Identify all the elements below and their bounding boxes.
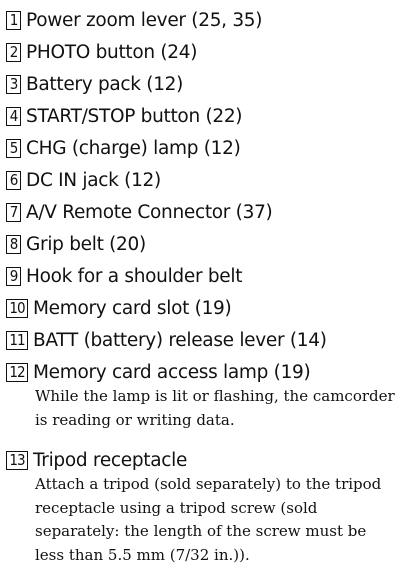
- item-number-badge: 11: [6, 330, 28, 350]
- list-item: 9 Hook for a shoulder belt: [6, 260, 404, 292]
- item-label: Battery pack (12): [26, 73, 184, 95]
- item-label: Grip belt (20): [26, 233, 146, 255]
- item-number-badge: 10: [6, 298, 28, 318]
- list-item: 11 BATT (battery) release lever (14): [6, 324, 404, 356]
- item-label: Memory card access lamp (19): [33, 361, 311, 383]
- item-label: START/STOP button (22): [26, 105, 243, 127]
- list-item: 3 Battery pack (12): [6, 68, 404, 100]
- item-number-badge: 13: [6, 450, 28, 470]
- item-number-badge: 12: [6, 362, 28, 382]
- item-label: BATT (battery) release lever (14): [33, 329, 327, 351]
- item-number-badge: 8: [6, 234, 21, 254]
- list-item: 4 START/STOP button (22): [6, 100, 404, 132]
- item-number-badge: 2: [6, 42, 21, 62]
- item-label: Tripod receptacle: [33, 449, 188, 471]
- list-item: 12 Memory card access lamp (19) While th…: [6, 356, 404, 432]
- item-label: Power zoom lever (25, 35): [26, 9, 263, 31]
- list-item: 7 A/V Remote Connector (37): [6, 196, 404, 228]
- list-item: 8 Grip belt (20): [6, 228, 404, 260]
- item-number-badge: 9: [6, 266, 21, 286]
- item-label: CHG (charge) lamp (12): [26, 137, 241, 159]
- list-item: 1 Power zoom lever (25, 35): [6, 4, 404, 36]
- list-item: 5 CHG (charge) lamp (12): [6, 132, 404, 164]
- item-label: DC IN jack (12): [26, 169, 161, 191]
- item-number-badge: 4: [6, 106, 21, 126]
- item-label: A/V Remote Connector (37): [26, 201, 273, 223]
- item-number-badge: 1: [6, 10, 21, 30]
- list-item: 13 Tripod receptacle Attach a tripod (so…: [6, 444, 404, 567]
- item-label: Hook for a shoulder belt: [26, 265, 243, 287]
- item-number-badge: 3: [6, 74, 21, 94]
- list-item: 2 PHOTO button (24): [6, 36, 404, 68]
- item-number-badge: 5: [6, 138, 21, 158]
- item-label: PHOTO button (24): [26, 41, 198, 63]
- item-number-badge: 7: [6, 202, 21, 222]
- item-description: Attach a tripod (sold separately) to the…: [35, 475, 382, 564]
- list-item: 6 DC IN jack (12): [6, 164, 404, 196]
- item-description: While the lamp is lit or flashing, the c…: [35, 387, 395, 429]
- item-label: Memory card slot (19): [33, 297, 232, 319]
- item-number-badge: 6: [6, 170, 21, 190]
- list-item: 10 Memory card slot (19): [6, 292, 404, 324]
